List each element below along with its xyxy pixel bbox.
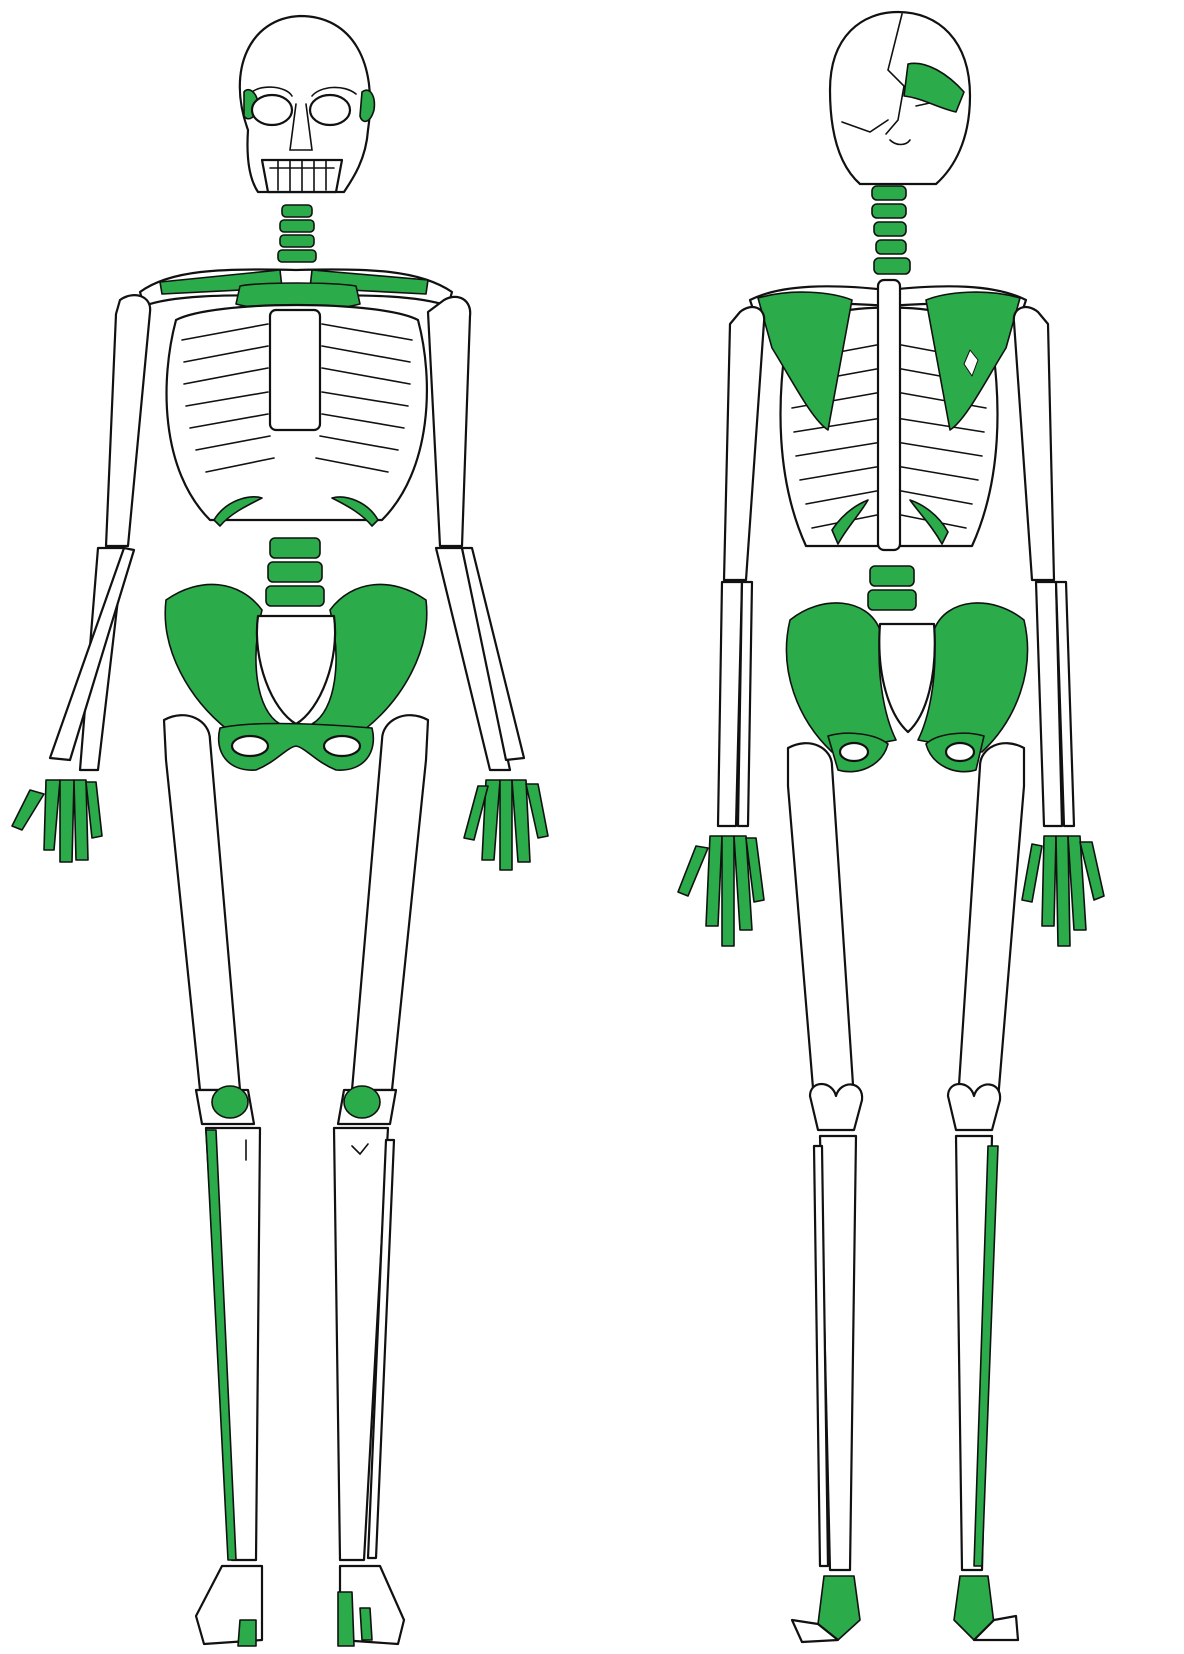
feet-posterior [792, 1576, 1018, 1642]
lower-legs-posterior [814, 1136, 998, 1570]
lumbar-vertebrae [868, 566, 916, 610]
sacrum [257, 616, 335, 724]
hand-bones-left [464, 780, 548, 870]
temporal-region-right [360, 90, 374, 121]
anterior-skeleton-svg [0, 0, 592, 1654]
patella-left [344, 1086, 380, 1118]
hand-bones-right [678, 836, 764, 946]
skull [240, 16, 375, 192]
femurs-posterior [788, 743, 1024, 1100]
lower-legs [206, 1128, 394, 1560]
anterior-skeleton-view [0, 0, 592, 1654]
patella-right [212, 1086, 248, 1118]
arm-right-posterior [718, 307, 764, 826]
posterior-skeleton-svg [592, 0, 1184, 1654]
arm-left [428, 297, 524, 770]
arm-right [50, 295, 150, 770]
posterior-skeleton-view [592, 0, 1184, 1654]
hand-bones-left [1022, 836, 1104, 946]
rib-cage [167, 305, 427, 526]
hand-bones-right [12, 780, 102, 862]
knees [196, 1086, 396, 1124]
skull-posterior [830, 12, 970, 184]
thoracic-vertebrae-upper [874, 258, 910, 274]
cervical-vertebrae [872, 186, 906, 254]
cervical-vertebrae [278, 205, 316, 262]
lumbar-vertebrae [266, 538, 324, 606]
femurs [164, 715, 428, 1090]
foot-bones [196, 1566, 404, 1646]
knees-posterior [810, 1084, 1000, 1130]
